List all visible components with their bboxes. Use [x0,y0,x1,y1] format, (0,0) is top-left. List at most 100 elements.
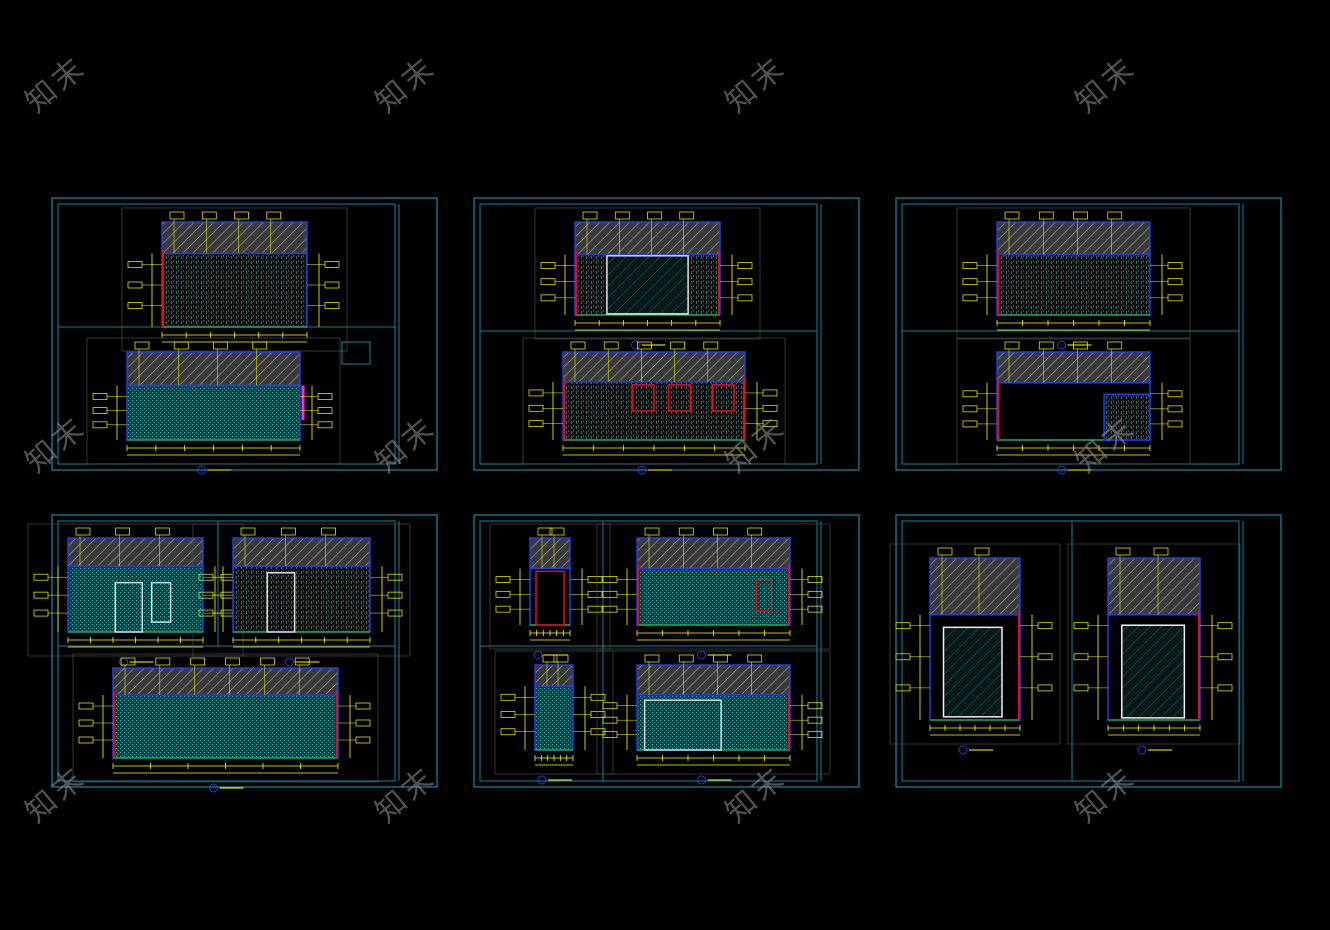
material-tag [1073,622,1089,630]
material-tag [1038,341,1054,350]
material-tag [1073,653,1089,661]
material-tag [190,657,206,666]
wall-elevation [126,384,301,441]
ceiling-hatch [996,351,1151,384]
material-tag [266,211,282,220]
wall-elevation [636,694,791,751]
material-tag [173,341,189,350]
view-frame [489,523,611,650]
material-tag [637,341,652,350]
material-tag [807,590,823,598]
elevation-view [494,650,614,785]
material-tag [317,421,333,429]
material-tag [1107,341,1123,350]
wall-elevation [112,694,339,759]
view-frame [522,337,786,465]
material-tag [582,211,598,220]
material-tag [127,302,143,309]
drawing-sheet [895,514,1282,788]
material-tag [587,605,603,613]
ceiling-hatch [161,221,308,255]
material-tag [317,393,333,400]
material-tag [33,573,49,581]
ceiling-hatch [232,537,371,567]
material-tag [1037,622,1053,630]
material-tag [602,702,618,710]
view-frame [72,653,379,783]
wall-panel [667,384,692,412]
material-tag [324,302,340,309]
material-tag [92,421,108,429]
material-tag [762,420,778,427]
wall-elevation [161,252,308,328]
material-tag [678,527,694,536]
elevation-view [596,523,831,660]
material-tag [895,622,911,630]
material-tag [962,420,978,428]
view-number-marker [958,745,968,755]
wall-panel [942,626,1003,718]
view-frame [1067,543,1241,745]
ceiling-hatch [996,221,1151,256]
material-tag [280,527,296,536]
material-tag [1037,653,1053,661]
sheet-border [51,514,438,788]
material-tag [602,716,618,724]
material-tag [1167,294,1183,302]
drawing-sheets [27,197,1282,793]
ceiling-hatch [636,664,791,696]
wall-panel [114,581,143,633]
view-number-marker [1137,745,1147,755]
material-tag [259,657,275,666]
elevation-view [889,543,1061,755]
material-tag [355,702,371,710]
material-tag [747,654,763,663]
ceiling-hatch [112,667,339,696]
material-tag [540,294,556,302]
wall-panel [631,384,655,412]
view-frame [494,650,614,775]
material-tag [500,711,516,718]
material-tag [1073,684,1089,692]
material-tag [1107,211,1123,220]
material-tag [154,527,170,536]
view-frame [956,337,1191,465]
wall-elevation [232,565,371,633]
material-tag [78,736,94,744]
material-tag [570,341,586,350]
material-tag [324,281,340,289]
view-number-marker [209,783,218,793]
material-tag [587,590,603,598]
wall-panel [266,572,296,633]
material-tag [807,576,823,583]
ceiling-hatch [67,537,204,567]
ceiling-hatch [1107,557,1201,616]
material-tag [762,389,778,397]
material-tag [317,407,333,414]
view-frame [192,523,411,657]
sheet-border [895,514,1282,788]
material-tag [974,547,990,556]
elevation-view [121,207,348,362]
material-tag [1167,390,1183,398]
elevation-view [27,523,244,667]
material-tag [962,294,978,302]
wall-panel [1121,624,1186,719]
material-tag [75,527,91,536]
material-tag [962,405,978,413]
material-tag [201,211,217,220]
view-number-marker [197,465,206,475]
elevation-view [522,337,786,475]
material-tag [540,262,556,269]
material-tag [1037,684,1053,692]
material-tag [549,527,565,536]
material-tag [33,591,49,599]
material-tag [703,341,719,350]
material-tag [762,404,778,412]
material-tag [807,605,823,613]
material-tag [1167,278,1183,286]
view-number-marker [537,775,547,785]
sheet-inner-frame [901,520,1240,782]
material-tag [1217,653,1233,661]
